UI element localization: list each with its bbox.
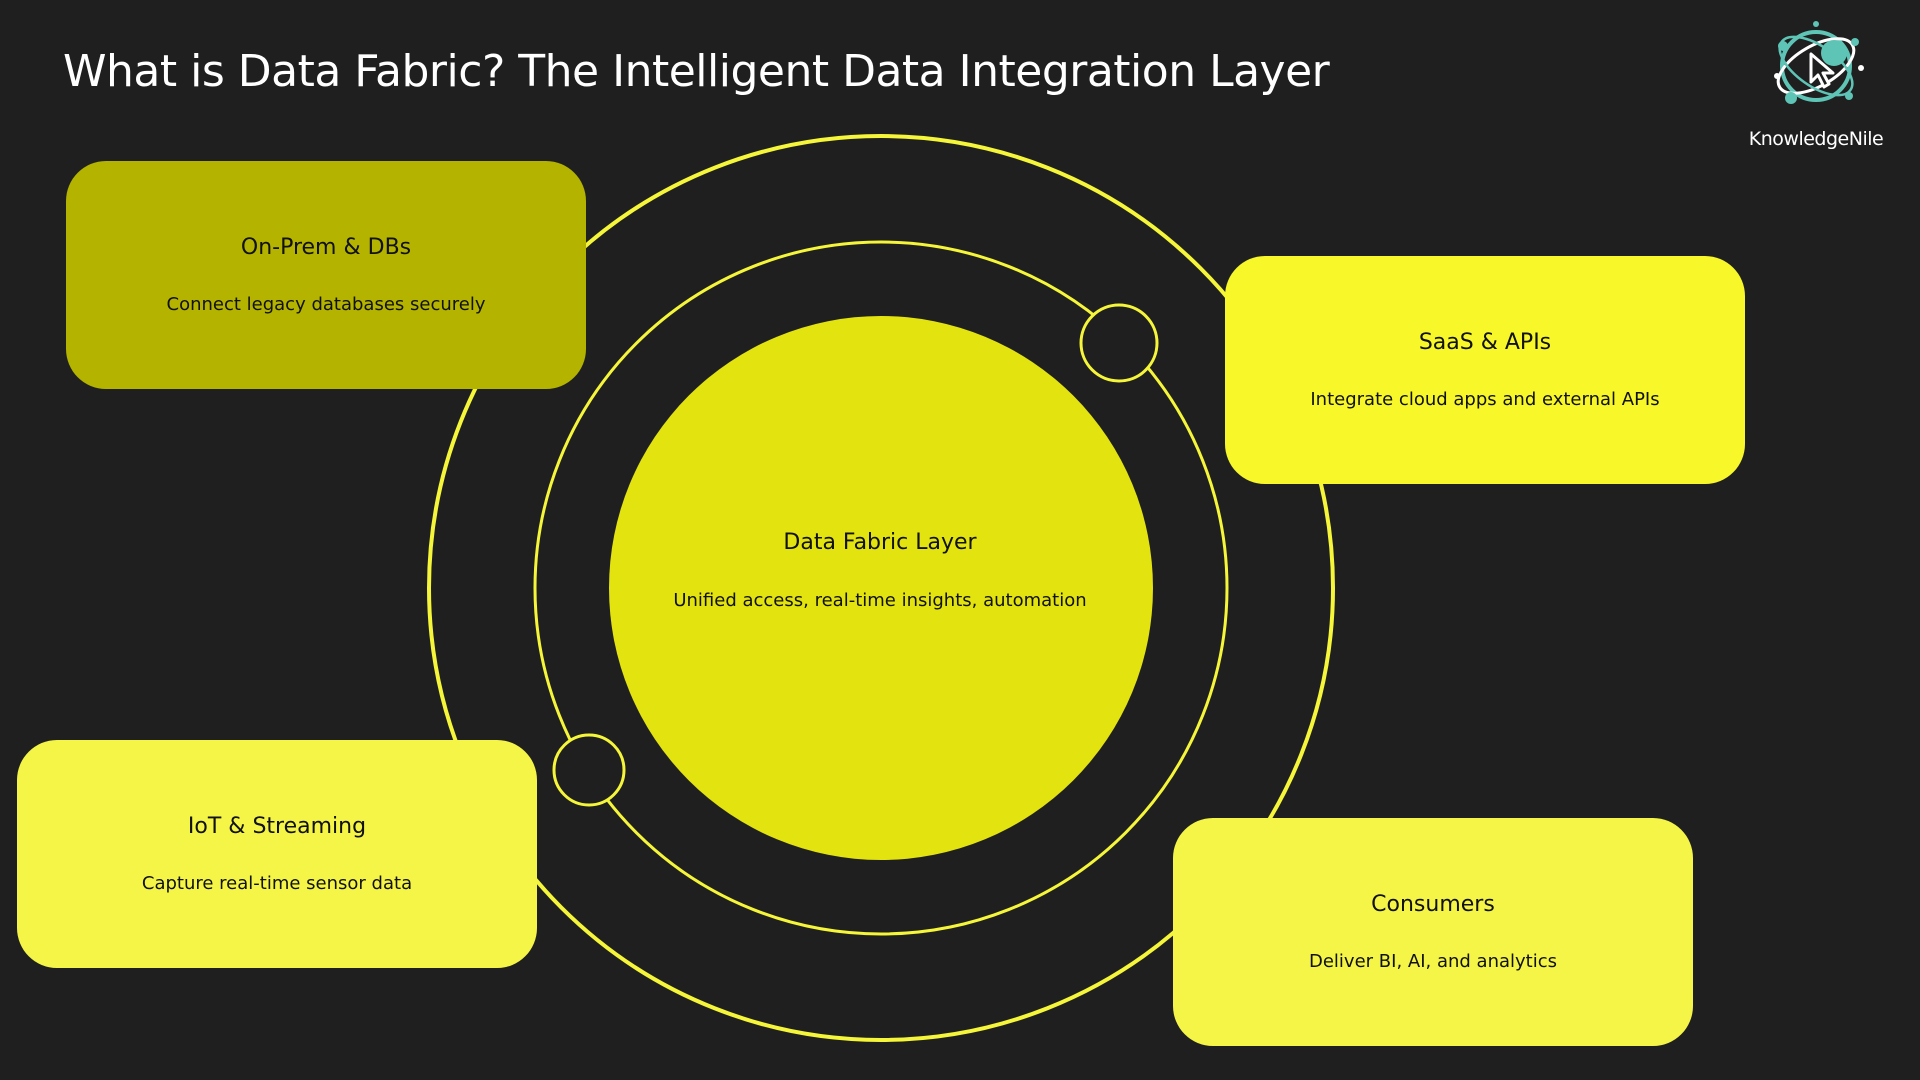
logo: KnowledgeNile [1736, 16, 1896, 156]
globe-cursor-icon [1774, 21, 1864, 104]
card-consumers: Consumers Deliver BI, AI, and analytics [1173, 818, 1693, 1046]
inner-ring [533, 240, 1229, 936]
logo-text: KnowledgeNile [1748, 128, 1884, 150]
card-description: Deliver BI, AI, and analytics [1309, 951, 1557, 972]
card-title: IoT & Streaming [187, 814, 367, 839]
data-fabric-core [609, 316, 1153, 860]
orbit-node-bottom-left [552, 733, 626, 807]
orbit-node-top-right [1079, 303, 1159, 383]
core-title: Data Fabric Layer [783, 530, 977, 555]
card-saas-apis: SaaS & APIs Integrate cloud apps and ext… [1225, 256, 1745, 484]
card-description: Capture real-time sensor data [141, 873, 413, 894]
outer-ring [427, 134, 1335, 1042]
page-title: What is Data Fabric? The Intelligent Dat… [63, 46, 1330, 97]
core-description: Unified access, real-time insights, auto… [673, 590, 1087, 611]
card-description: Integrate cloud apps and external APIs [1310, 389, 1660, 410]
card-title: SaaS & APIs [1418, 330, 1552, 355]
card-on-prem-dbs: On-Prem & DBs Connect legacy databases s… [66, 161, 586, 389]
card-title: Consumers [1371, 892, 1495, 917]
card-iot-streaming: IoT & Streaming Capture real-time sensor… [17, 740, 537, 968]
card-description: Connect legacy databases securely [166, 294, 486, 315]
data-fabric-core-label: Data Fabric Layer Unified access, real-t… [660, 530, 1100, 613]
card-title: On-Prem & DBs [240, 235, 412, 260]
